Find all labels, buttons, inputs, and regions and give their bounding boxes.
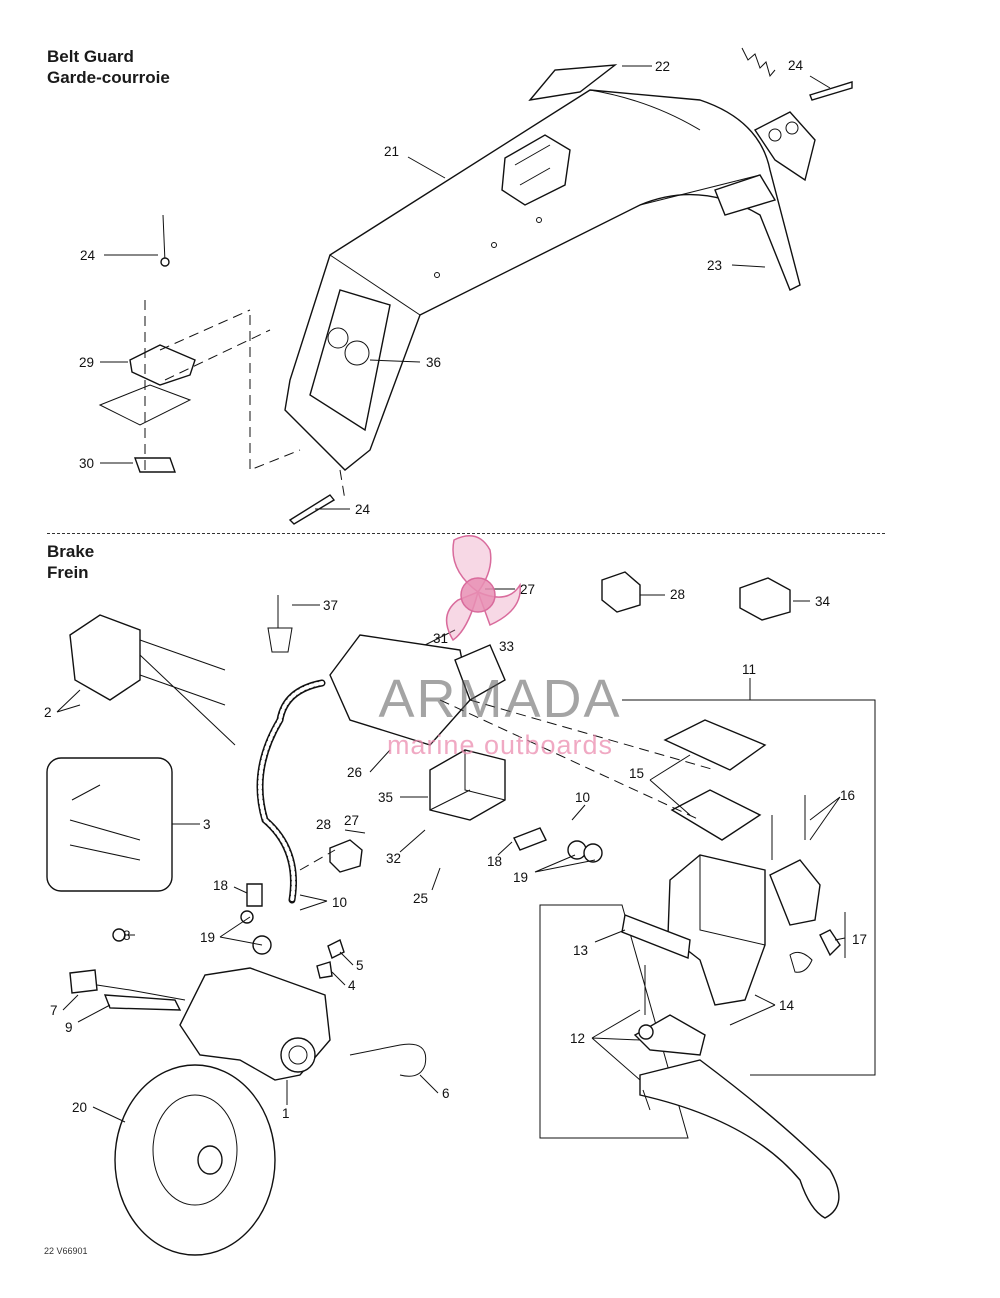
callout-19-left: 19 [200, 930, 215, 945]
callout-24-bottom: 24 [355, 502, 371, 517]
callout-17: 17 [852, 932, 867, 947]
handlebar-clamp[interactable] [769, 859, 821, 926]
piston[interactable] [621, 914, 691, 959]
callout-34: 34 [815, 594, 831, 609]
callout-6: 6 [442, 1086, 450, 1101]
callout-9: 9 [65, 1020, 73, 1035]
belt-guard-title-en: Belt Guard [47, 47, 134, 66]
callout-2: 2 [44, 705, 52, 720]
callout-12: 12 [570, 1031, 585, 1046]
callout-35: 35 [378, 790, 393, 805]
callout-30: 30 [79, 456, 94, 471]
brake-lever[interactable] [639, 1059, 840, 1219]
callout-3: 3 [203, 817, 211, 832]
belt-guard-handle[interactable] [501, 134, 571, 206]
callout-31: 31 [433, 631, 448, 646]
callout-labels: 22 24 21 24 23 29 36 30 24 37 27 28 34 3… [44, 58, 867, 1121]
callout-27-left: 27 [344, 813, 359, 828]
callout-25: 25 [413, 891, 428, 906]
switch-housing[interactable] [329, 634, 471, 746]
belt-guard-heading: Belt Guard Garde-courroie [47, 46, 170, 88]
callout-15: 15 [629, 766, 644, 781]
callout-28-top: 28 [670, 587, 685, 602]
bleeder-valve[interactable] [316, 961, 333, 979]
master-cylinder[interactable] [667, 854, 766, 1006]
callout-18-right: 18 [487, 854, 502, 869]
brake-heading: Brake Frein [47, 541, 94, 583]
callout-8: 8 [123, 928, 131, 943]
brake-title-fr: Frein [47, 563, 89, 582]
brake-bracket[interactable] [69, 614, 141, 701]
callout-19-right: 19 [513, 870, 528, 885]
spring-icon [741, 47, 776, 78]
cable-lever[interactable] [103, 994, 182, 1011]
master-cylinder-frame [539, 699, 876, 1139]
callout-4: 4 [348, 978, 356, 993]
belt-guard-title-fr: Garde-courroie [47, 68, 170, 87]
callout-26: 26 [347, 765, 362, 780]
brake-drawing [46, 571, 876, 1256]
drawing-reference: 22 V66901 [44, 1246, 88, 1256]
section-divider [47, 533, 885, 534]
switch-cover[interactable] [454, 644, 506, 702]
brake-disc[interactable] [114, 1064, 276, 1256]
callout-28-left: 28 [316, 817, 331, 832]
callout-5: 5 [356, 958, 364, 973]
belt-guard-decal[interactable] [309, 289, 391, 432]
callout-21: 21 [384, 144, 399, 159]
callout-11: 11 [742, 662, 756, 677]
callout-24-top: 24 [788, 58, 804, 73]
callout-29: 29 [79, 355, 94, 370]
guard-bracket[interactable] [129, 344, 196, 386]
brake-light-switch[interactable] [429, 749, 506, 821]
bracket-plate[interactable] [134, 457, 176, 473]
callout-1: 1 [282, 1106, 290, 1121]
callout-36: 36 [426, 355, 441, 370]
callout-10-left: 10 [332, 895, 347, 910]
callout-24-left: 24 [80, 248, 96, 263]
reservoir-cap[interactable] [663, 719, 767, 771]
decal-arrow[interactable] [528, 64, 618, 101]
belt-guard-drawing [98, 47, 853, 525]
connector-large[interactable] [739, 577, 791, 621]
guard-hinge-plate[interactable] [714, 174, 777, 216]
bleeder-cap[interactable] [327, 939, 345, 959]
gasket-outline [98, 384, 192, 426]
rivet-bottom[interactable] [288, 494, 336, 525]
adjust-bolt[interactable] [69, 969, 98, 994]
rivet-top[interactable] [809, 81, 853, 101]
callout-20: 20 [72, 1100, 87, 1115]
callout-16: 16 [840, 788, 855, 803]
callout-7: 7 [50, 1003, 58, 1018]
brake-cable[interactable] [349, 1043, 427, 1077]
guard-clip[interactable] [753, 111, 816, 182]
callout-13: 13 [573, 943, 588, 958]
callout-18-left: 18 [213, 878, 228, 893]
reservoir-diaphragm[interactable] [670, 789, 762, 841]
callout-37: 37 [323, 598, 338, 613]
callout-27-top: 27 [520, 582, 535, 597]
callout-22: 22 [655, 59, 670, 74]
callout-leaders [56, 65, 846, 1123]
callout-23: 23 [707, 258, 722, 273]
brake-title-en: Brake [47, 542, 95, 561]
banjo-bolt-lower[interactable] [246, 883, 263, 907]
callout-33: 33 [499, 639, 514, 654]
tie-strap[interactable] [267, 595, 293, 653]
bolt-kit-box[interactable] [46, 757, 173, 892]
callout-10-right: 10 [575, 790, 590, 805]
connector-small[interactable] [601, 571, 641, 613]
lever-pivot-bracket[interactable] [633, 1014, 706, 1056]
callout-14: 14 [779, 998, 795, 1013]
banjo-bolt-upper[interactable] [513, 827, 547, 851]
connector-left[interactable] [329, 839, 363, 873]
callout-32: 32 [386, 851, 401, 866]
spring-clip[interactable] [819, 929, 841, 957]
